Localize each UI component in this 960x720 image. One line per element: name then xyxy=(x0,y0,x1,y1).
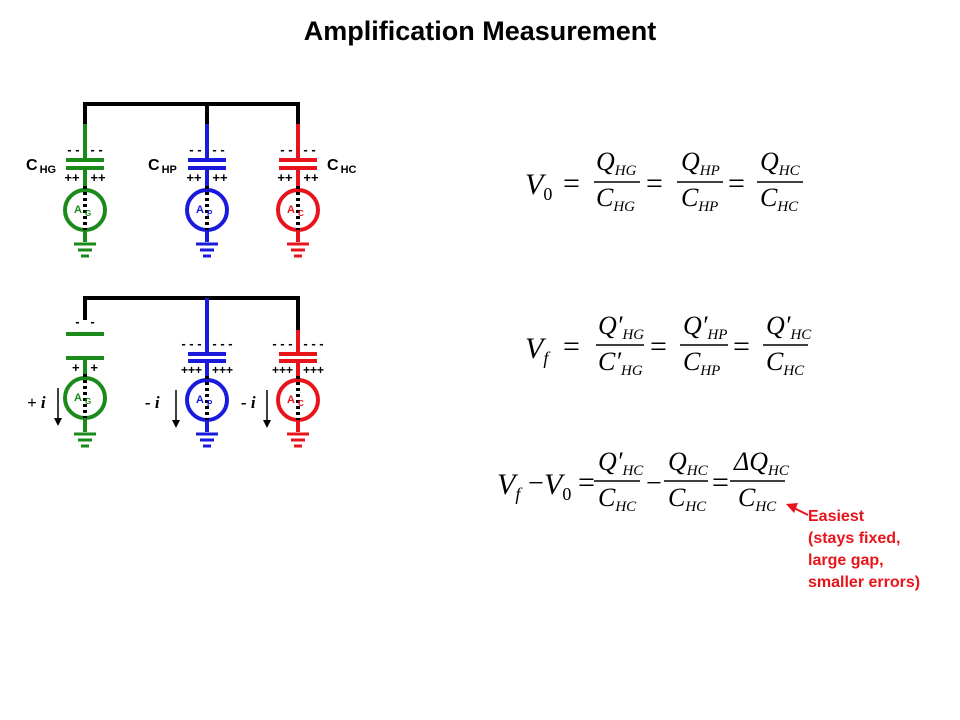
eq1-term3-den: CHC xyxy=(760,183,799,215)
top-bus-wire xyxy=(83,102,300,124)
charge-pos-green-bottom: + + xyxy=(72,360,98,375)
eq3-term3-num: ΔQHC xyxy=(733,447,790,479)
equation-vf-minus-v0: Vf − V0 = Q′HC CHC − QHC CHC = ΔQHC CHC xyxy=(497,447,790,515)
bottom-circuit: - - + + - - - - - - +++ +++ - - - - - - … xyxy=(27,296,324,448)
eq2-term2-num: Q′HP xyxy=(683,311,727,343)
charge-neg-red-bottom: - - - - - - xyxy=(272,336,323,351)
eq2-equals-2: = xyxy=(650,330,667,363)
bottom-branch-green xyxy=(63,332,107,448)
charge-neg-blue: - - - - xyxy=(189,142,224,157)
annotation-line-3: large gap, xyxy=(808,552,884,569)
eq3-term3-den: CHC xyxy=(738,483,777,515)
eq2-term3-den: CHC xyxy=(766,347,805,379)
eq1-term3-num: QHC xyxy=(760,147,801,179)
eq1-term2-num: QHP xyxy=(681,147,720,179)
charge-neg-red: - - - - xyxy=(280,142,315,157)
charge-pos-blue: ++ ++ xyxy=(186,170,228,185)
bottom-branch-blue xyxy=(185,298,229,448)
top-circuit: - - - - ++ ++ - - - - ++ ++ - - - - ++ +… xyxy=(26,102,357,258)
eq1-term2-den: CHP xyxy=(681,183,718,215)
annotation-line-2: (stays fixed, xyxy=(808,530,901,547)
charge-neg-blue-bottom: - - - - - - xyxy=(181,336,232,351)
top-branch-red xyxy=(276,124,320,258)
eq1-equals-2: = xyxy=(646,167,663,200)
eq2-equals-1: = xyxy=(563,330,580,363)
eq3-term2-num: QHC xyxy=(668,447,709,479)
eq3-equals-1: = xyxy=(578,466,595,499)
current-arrow-red xyxy=(263,390,271,428)
charge-pos-red: ++ ++ xyxy=(277,170,319,185)
annotation-note: Easiest (stays fixed, large gap, smaller… xyxy=(808,506,958,594)
eq1-term1-den: CHG xyxy=(596,183,635,215)
annotation-line-1: Easiest xyxy=(808,508,865,525)
current-arrow-green xyxy=(54,388,62,426)
eq1-equals-3: = xyxy=(728,167,745,200)
annotation-arrow xyxy=(786,503,809,516)
eq2-term3-num: Q′HC xyxy=(766,311,812,343)
equation-v0: V0 = QHG CHG = QHP CHP = QHC CHC xyxy=(525,147,803,215)
eq3-equals-2: = xyxy=(712,466,729,499)
eq3-term2-den: CHC xyxy=(668,483,707,515)
eq3-lhs-b: V0 xyxy=(544,468,571,504)
charge-pos-blue-bottom: +++ +++ xyxy=(181,363,233,377)
eq3-term1-num: Q′HC xyxy=(598,447,644,479)
eq1-equals-1: = xyxy=(563,167,580,200)
eq2-term1-den: C′HG xyxy=(598,347,643,379)
eq2-equals-3: = xyxy=(733,330,750,363)
bottom-branch-red xyxy=(276,330,320,448)
charge-neg-green-bottom: - - xyxy=(75,314,95,329)
top-branch-blue xyxy=(185,124,229,258)
eq1-term1-num: QHG xyxy=(596,147,637,179)
eq3-lhs-a: Vf xyxy=(497,468,523,504)
eq2-term2-den: CHP xyxy=(683,347,720,379)
eq3-minus-lhs: − xyxy=(528,468,544,499)
charge-pos-red-bottom: +++ +++ xyxy=(272,363,324,377)
charge-pos-green: ++ ++ xyxy=(64,170,106,185)
current-label-blue: - i xyxy=(145,393,160,412)
eq2-term1-num: Q′HG xyxy=(598,311,644,343)
top-branch-green xyxy=(63,124,107,258)
charge-neg-green: - - - - xyxy=(67,142,102,157)
current-arrow-blue xyxy=(172,390,180,428)
eq1-lhs: V0 xyxy=(525,168,552,204)
equation-vf: Vf = Q′HG C′HG = Q′HP CHP = Q′HC CHC xyxy=(525,311,812,379)
page-title: Amplification Measurement xyxy=(303,16,657,46)
annotation-line-4: smaller errors) xyxy=(808,574,921,591)
eq3-term1-den: CHC xyxy=(598,483,637,515)
current-label-red: - i xyxy=(241,393,256,412)
eq2-lhs: Vf xyxy=(525,332,551,368)
bottom-bus-wire xyxy=(83,296,300,330)
eq3-minus-rhs: − xyxy=(646,468,662,499)
current-label-green: + i xyxy=(27,393,46,412)
